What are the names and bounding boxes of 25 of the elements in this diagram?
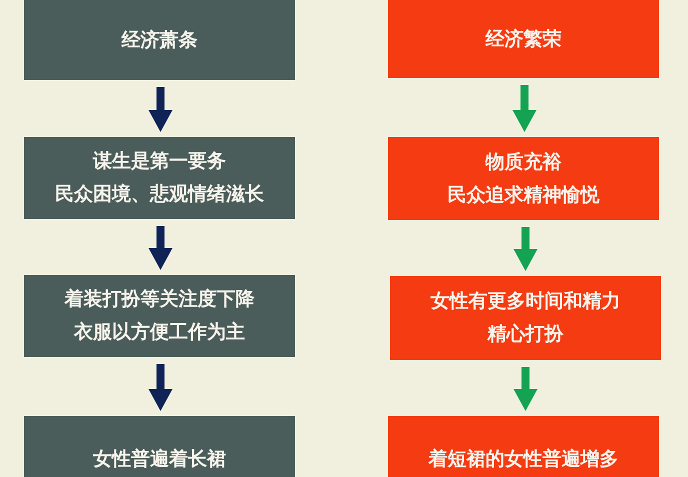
process-box xyxy=(24,416,295,477)
process-box xyxy=(388,0,659,78)
process-box xyxy=(24,0,295,80)
arrow xyxy=(514,367,538,411)
arrow xyxy=(148,226,172,270)
box-text: 着装打扮等关注度下降 xyxy=(64,287,254,312)
box-text: 物质充裕 xyxy=(486,150,562,174)
box-text: 民众困境、悲观情绪滋长 xyxy=(55,182,264,207)
process-box xyxy=(24,275,295,357)
box-text: 女性有更多时间和精力精心打扮 xyxy=(430,289,622,347)
arrow xyxy=(512,85,536,132)
box-text: 经济萧条 xyxy=(122,28,198,52)
process-box xyxy=(390,276,661,360)
process-box xyxy=(24,137,295,219)
arrow xyxy=(514,227,538,271)
box-text: 民众追求精神愉悦 xyxy=(448,182,600,208)
box-text: 谋生是第一要务 xyxy=(93,149,226,174)
process-box xyxy=(388,137,659,220)
box-text: 衣服以方便工作为主 xyxy=(74,320,245,345)
box-text: 经济繁荣 xyxy=(486,26,562,52)
box-text: 女性普遍着长裙 xyxy=(93,447,226,472)
box-text: 着短裙的女性普遍增多 xyxy=(428,447,618,472)
arrow xyxy=(148,87,172,132)
arrow xyxy=(148,364,172,411)
process-box xyxy=(388,416,659,477)
